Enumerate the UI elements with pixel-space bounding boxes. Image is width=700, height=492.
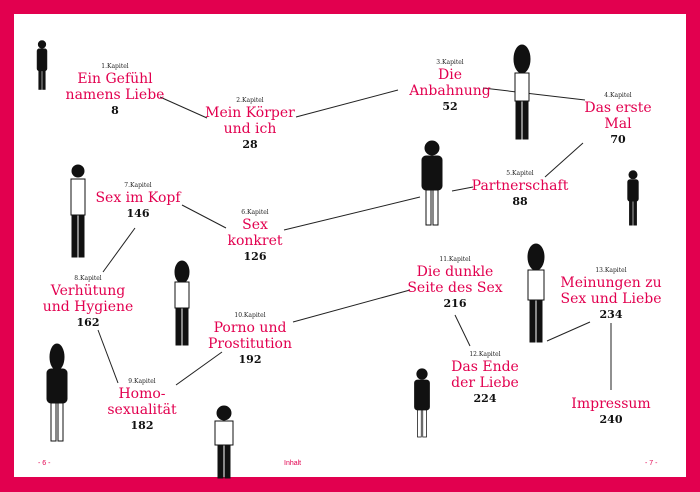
- chapter-7[interactable]: 7.Kapitel Sex im Kopf 146: [95, 182, 180, 221]
- chapter-title-line: sexualität: [107, 402, 177, 418]
- chapter-page: 8: [111, 104, 119, 117]
- chapter-8[interactable]: 8.Kapitel Verhütung und Hygiene 162: [43, 275, 134, 330]
- page-number-right: - 7 -: [645, 460, 658, 467]
- chapter-3[interactable]: 3.Kapitel Die Anbahnung 52: [409, 59, 490, 114]
- chapter-11[interactable]: 11.Kapitel Die dunkle Seite des Sex 216: [407, 256, 502, 311]
- line-5-6b: [283, 196, 421, 231]
- impressum-title: Impressum: [571, 396, 651, 412]
- chapter-page: 192: [238, 353, 262, 366]
- chapter-title-line: der Liebe: [451, 375, 519, 391]
- chapter-title-line: Meinungen zu: [560, 275, 662, 291]
- chapter-title-line: Die dunkle: [416, 264, 494, 280]
- line-3-4: [482, 87, 586, 101]
- chapter-title-line: Mal: [604, 116, 632, 132]
- chapter-page: 28: [242, 138, 258, 151]
- person-figure: [70, 164, 86, 258]
- chapter-page: 146: [126, 207, 150, 220]
- chapter-title-line: Prostitution: [207, 336, 293, 352]
- chapter-title-line: Seite des Sex: [407, 280, 503, 296]
- chapter-page: 182: [130, 419, 154, 432]
- chapter-title-line: und ich: [223, 121, 277, 137]
- chapter-title-line: Anbahnung: [409, 83, 491, 99]
- chapter-number: 3.Kapitel: [436, 59, 464, 66]
- chapter-title: Partnerschaft: [471, 178, 569, 194]
- chapter-title-line: Homo-: [118, 386, 166, 402]
- chapter-12[interactable]: 12.Kapitel Das Ende der Liebe 224: [451, 351, 519, 406]
- person-figure: [174, 260, 190, 346]
- chapter-page: 216: [443, 297, 467, 310]
- chapter-page: 234: [599, 308, 623, 321]
- chapter-number: 5.Kapitel: [506, 170, 534, 177]
- chapter-title-line: Ein Gefühl: [77, 71, 153, 87]
- chapter-title-line: Die: [438, 67, 462, 83]
- chapter-title-line: Porno und: [213, 320, 287, 336]
- line-11-12: [454, 314, 471, 347]
- chapter-title-line: und Hygiene: [42, 299, 134, 315]
- chapter-number: 9.Kapitel: [128, 378, 156, 385]
- page-number-left: - 6 -: [38, 460, 51, 467]
- line-4-5: [544, 142, 584, 178]
- line-1-2: [159, 96, 208, 119]
- chapter-title: Sex im Kopf: [95, 190, 181, 206]
- chapter-number: 11.Kapitel: [439, 256, 471, 263]
- chapter-number: 10.Kapitel: [234, 312, 266, 319]
- running-header: Inhalt: [284, 460, 302, 467]
- chapter-number: 7.Kapitel: [124, 182, 152, 189]
- chapter-title-line: konkret: [227, 233, 283, 249]
- chapter-title-line: Verhütung: [50, 283, 126, 299]
- chapter-6[interactable]: 6.Kapitel Sex konkret 126: [227, 209, 282, 264]
- chapter-title-line: Mein Körper: [205, 105, 295, 121]
- chapter-number: 13.Kapitel: [595, 267, 627, 274]
- chapter-title-line: Sex und Liebe: [560, 291, 662, 307]
- chapter-10[interactable]: 10.Kapitel Porno und Prostitution 192: [208, 312, 292, 367]
- line-8-9: [97, 329, 119, 384]
- chapter-number: 2.Kapitel: [236, 97, 264, 104]
- chapter-1[interactable]: 1.Kapitel Ein Gefühl namens Liebe 8: [66, 63, 165, 118]
- person-figure: [46, 343, 68, 442]
- chapter-title-line: namens Liebe: [65, 87, 165, 103]
- chapter-number: 6.Kapitel: [241, 209, 269, 216]
- person-figure: [513, 44, 531, 140]
- chapter-number: 8.Kapitel: [74, 275, 102, 282]
- line-2-3: [295, 89, 399, 118]
- line-5-6a: [451, 186, 474, 192]
- chapter-page: 88: [512, 195, 528, 208]
- impressum[interactable]: Impressum 240: [571, 396, 650, 427]
- chapter-title-line: Sex: [242, 217, 268, 233]
- chapter-number: 12.Kapitel: [469, 351, 501, 358]
- chapter-number: 1.Kapitel: [101, 63, 129, 70]
- person-figure: [527, 243, 545, 343]
- chapter-title-line: Das erste: [584, 100, 652, 116]
- chapter-4[interactable]: 4.Kapitel Das erste Mal 70: [584, 92, 651, 147]
- person-figure: [414, 368, 430, 438]
- chapter-2[interactable]: 2.Kapitel Mein Körper und ich 28: [205, 97, 295, 152]
- line-9-10: [175, 351, 223, 386]
- chapter-title-line: Das Ende: [451, 359, 519, 375]
- chapter-page: 224: [473, 392, 497, 405]
- impressum-page: 240: [599, 413, 623, 426]
- person-figure: [627, 170, 639, 226]
- chapter-13[interactable]: 13.Kapitel Meinungen zu Sex und Liebe 23…: [560, 267, 661, 322]
- line-7-6: [181, 204, 227, 229]
- chapter-5[interactable]: 5.Kapitel Partnerschaft 88: [472, 170, 569, 209]
- chapter-number: 4.Kapitel: [604, 92, 632, 99]
- line-12-13: [546, 321, 591, 342]
- person-figure: [214, 405, 234, 479]
- chapter-page: 162: [76, 316, 100, 329]
- chapter-page: 126: [243, 250, 267, 263]
- chapter-page: 70: [610, 133, 626, 146]
- person-figure: [36, 40, 48, 90]
- person-figure: [421, 140, 443, 226]
- page-spread: [14, 14, 686, 477]
- chapter-9[interactable]: 9.Kapitel Homo- sexualität 182: [107, 378, 176, 433]
- line-10-11: [292, 289, 411, 323]
- line-7-8: [102, 227, 136, 273]
- chapter-page: 52: [442, 100, 458, 113]
